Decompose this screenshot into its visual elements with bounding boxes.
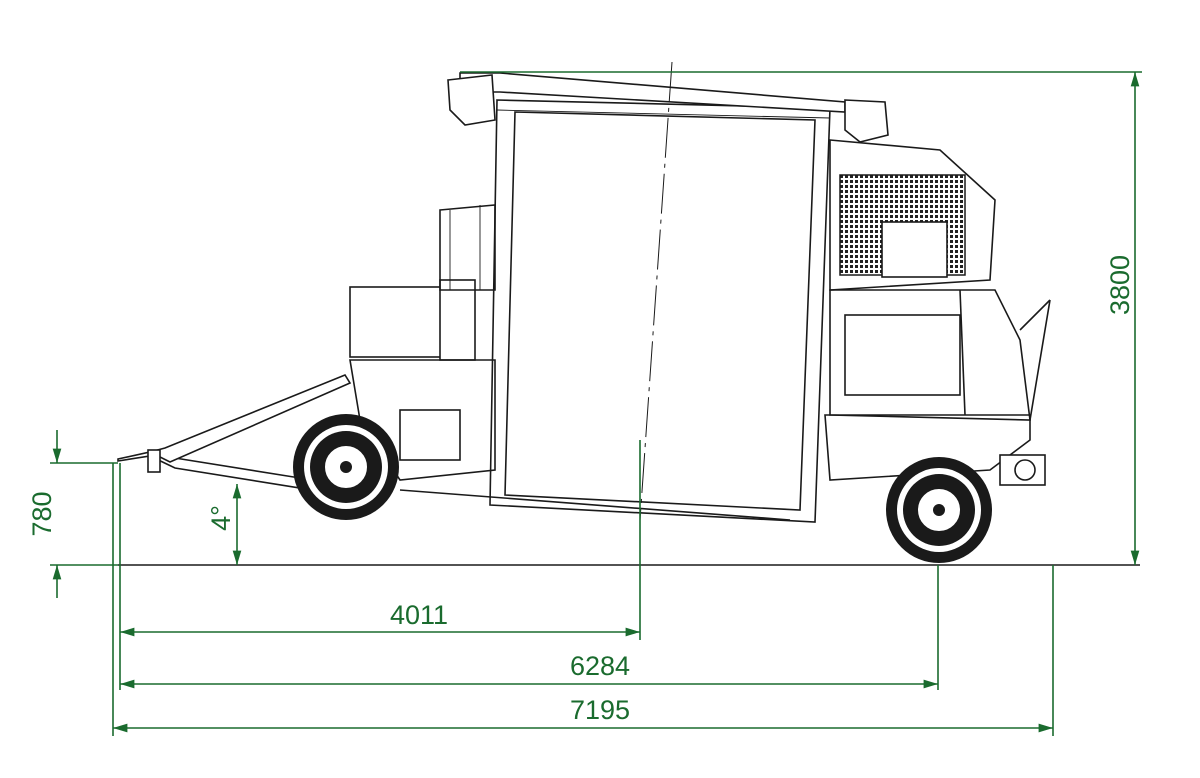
rear-wheel xyxy=(886,457,992,563)
dimension-drawbar-angle: 4° xyxy=(206,484,242,565)
overall-height-label: 3800 xyxy=(1105,255,1135,315)
drawbar-angle-label: 4° xyxy=(206,505,236,531)
center-line xyxy=(639,61,673,521)
dimension-hitch-to-rear-axle: 6284 xyxy=(120,651,938,689)
machine xyxy=(117,61,1051,523)
hitch-to-center-label: 4011 xyxy=(390,600,448,630)
front-wheel xyxy=(293,414,399,520)
dimension-overall-height: 3800 xyxy=(460,71,1142,565)
hitch-to-rear-axle-label: 6284 xyxy=(570,651,630,681)
dimension-overall-length: 7195 xyxy=(113,695,1053,733)
dimension-hitch-to-center: 4011 xyxy=(120,600,640,637)
overall-length-label: 7195 xyxy=(570,695,630,725)
hitch-height-label: 780 xyxy=(27,491,57,536)
dimension-hitch-height: 780 xyxy=(27,430,118,598)
